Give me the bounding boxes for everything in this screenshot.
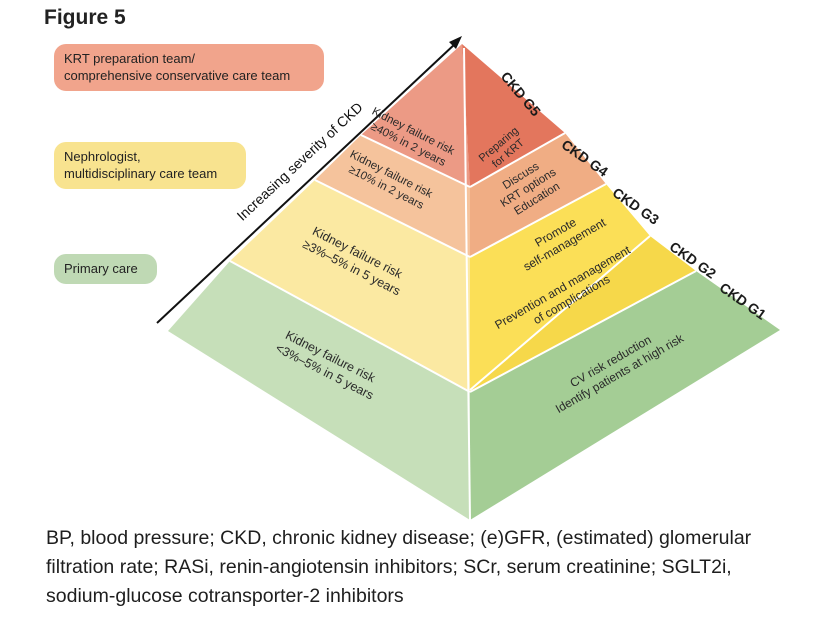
nephrologist-line-2: multidisciplinary care team	[64, 166, 218, 181]
g2-right-face	[470, 236, 696, 392]
g4-g5-boundary-left	[360, 134, 471, 188]
figure-caption: BP, blood pressure; CKD, chronic kidney …	[46, 524, 816, 611]
g3-left-face	[230, 180, 470, 392]
g4-left-face	[315, 135, 470, 257]
primary-care-label: Primary care	[54, 254, 157, 284]
center-edge	[463, 47, 471, 521]
krt-team-line-2: comprehensive conservative care team	[64, 68, 291, 83]
g3-g4-boundary-right	[469, 183, 607, 258]
g1-left-face	[168, 261, 470, 520]
severity-arrow-head	[449, 36, 462, 49]
g2-g3-boundary-right	[469, 235, 651, 391]
figure-title: Figure 5	[44, 6, 126, 29]
g1-right-face	[470, 271, 780, 520]
g3-right-face	[470, 184, 650, 390]
caption-line-3: sodium-glucose cotransporter-2 inhibitor…	[46, 585, 404, 607]
g5-right-face	[462, 44, 565, 187]
g1-g3-boundary-left	[229, 260, 471, 393]
caption-line-1: BP, blood pressure; CKD, chronic kidney …	[46, 527, 752, 549]
severity-arrow-line	[156, 42, 457, 324]
nephrologist-team-label: Nephrologist, multidisciplinary care tea…	[54, 142, 246, 189]
primary-care-text: Primary care	[64, 261, 138, 276]
g4-right-face	[470, 133, 606, 257]
g4-g5-boundary-right	[469, 132, 566, 188]
caption-line-2: filtration rate; RASi, renin-angiotensin…	[46, 556, 732, 578]
krt-team-label: KRT preparation team/ comprehensive cons…	[54, 44, 324, 91]
g1-g2-boundary-right	[469, 270, 697, 393]
nephrologist-line-1: Nephrologist,	[64, 149, 141, 164]
krt-team-line-1: KRT preparation team/	[64, 51, 196, 66]
g5-left-face	[361, 44, 470, 187]
g3-g4-boundary-left	[314, 179, 471, 258]
